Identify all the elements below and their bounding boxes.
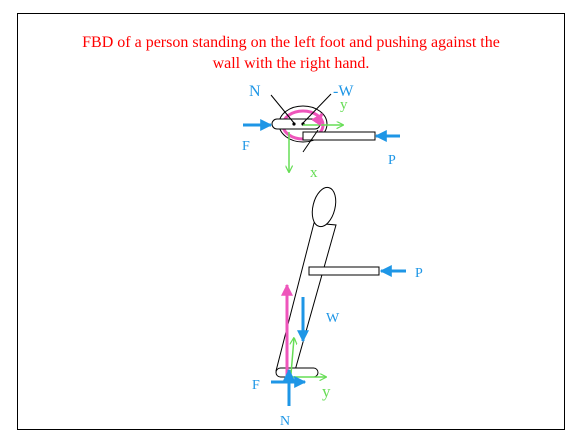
x-label-top: x — [310, 165, 318, 181]
side-view: P W F y N — [252, 186, 423, 429]
green-axis-up-side — [291, 338, 294, 375]
w-label-side: W — [326, 311, 340, 326]
top-view: N -W y F P x — [242, 83, 400, 181]
y-label-top: y — [340, 97, 348, 113]
diagram-title: FBD of a person standing on the left foo… — [82, 34, 500, 72]
f-label-top: F — [242, 139, 250, 154]
y-label-side: y — [322, 382, 331, 401]
arm-outline-side — [308, 266, 380, 276]
w-leader-line — [302, 93, 332, 124]
shoulder-bar — [271, 118, 321, 130]
body-outline-side — [275, 222, 337, 375]
foot-outline — [275, 367, 319, 378]
n-label-side: N — [280, 414, 290, 429]
lower-leader-line — [302, 129, 319, 153]
f-label-side: F — [252, 378, 260, 393]
pink-moment-tip — [311, 113, 324, 127]
n-point-top — [292, 122, 296, 126]
p-label-top: P — [388, 153, 396, 168]
head-outline — [311, 186, 337, 228]
p-label-side: P — [415, 266, 423, 281]
n-leader-line — [270, 94, 295, 124]
minus-w-label-top: -W — [333, 83, 354, 100]
n-label-top: N — [249, 83, 261, 100]
